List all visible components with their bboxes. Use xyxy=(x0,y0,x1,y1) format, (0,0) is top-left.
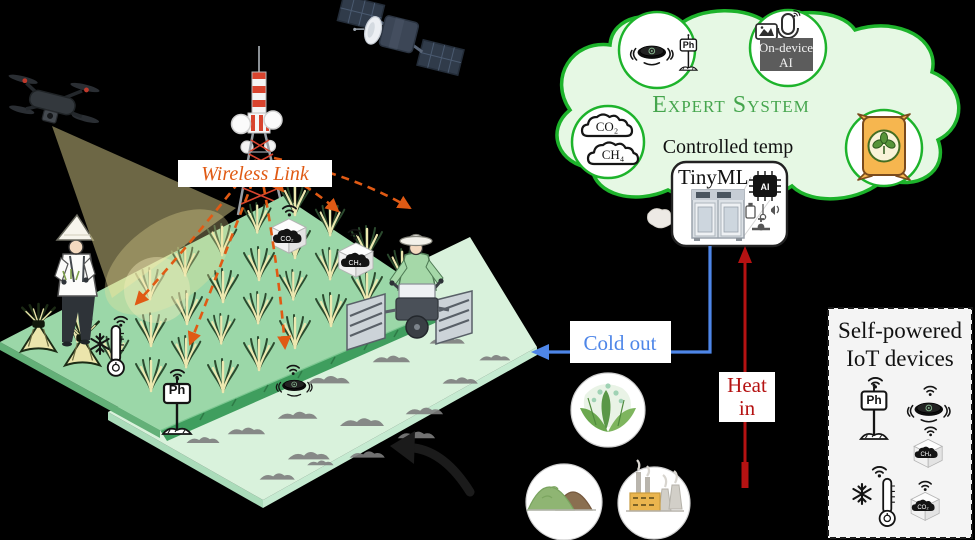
cold-out-flow: Cold out xyxy=(531,246,712,363)
iot-box-title-1: Self-powered xyxy=(838,318,962,343)
iot-co2-sensor: CO₂ xyxy=(910,480,940,521)
ai-chip-icon: AI xyxy=(749,171,781,201)
biomass-circle xyxy=(570,372,646,448)
heat-in-label-2: in xyxy=(739,396,756,420)
recycle-arrow-icon xyxy=(390,431,475,497)
wireless-link-label: Wireless Link xyxy=(178,160,332,187)
ch4-label: CH₄ xyxy=(920,452,932,458)
ph-label: Ph xyxy=(683,40,695,50)
co2-label: CO₂ xyxy=(280,236,294,243)
fertilizer-node xyxy=(844,108,924,188)
heat-in-label-1: Heat xyxy=(727,373,767,397)
expert-system-title: Expert System xyxy=(652,92,809,118)
ph-sensor-field: Ph xyxy=(161,369,193,436)
gas-node: CO₂ CH₄ xyxy=(570,104,646,180)
controlled-temp-label: Controlled temp xyxy=(663,136,794,158)
ch4-label: CH₄ xyxy=(602,147,625,162)
satellite-icon xyxy=(336,0,465,77)
iot-box-title-2: IoT devices xyxy=(846,346,954,371)
small-cloud-decoration xyxy=(647,208,673,229)
iot-ch4-sensor: CH₄ xyxy=(913,426,943,468)
on-device-ai-node: On-device AI xyxy=(748,8,828,88)
on-device-line1: On-device xyxy=(759,40,813,55)
actuator-icons xyxy=(745,202,780,231)
ph-label: Ph xyxy=(866,393,881,407)
sound-ph-node: Ph xyxy=(617,10,698,90)
farmer-tiller xyxy=(346,233,473,352)
co2-sensor-cube-field: CO₂ xyxy=(271,205,307,254)
co2-label: CO₂ xyxy=(596,119,619,134)
seed-bag-icon xyxy=(857,113,911,181)
on-device-line2: AI xyxy=(779,55,793,70)
cell-tower-icon xyxy=(230,46,286,216)
heat-in-flow: Heat in xyxy=(719,246,775,488)
tinyml-controller: TinyML AI xyxy=(670,160,789,248)
factory-circle xyxy=(617,459,691,540)
iot-ph-sensor: Ph xyxy=(859,377,889,441)
wireless-link-text: Wireless Link xyxy=(201,163,310,185)
compost-circle xyxy=(525,463,603,540)
iot-devices-box: Self-powered IoT devices Ph CH₄ CO₂ xyxy=(827,307,973,539)
tinyml-label: TinyML xyxy=(678,165,748,189)
chip-label: AI xyxy=(761,182,770,192)
co2-label: CO₂ xyxy=(917,505,929,511)
ch4-label: CH₄ xyxy=(349,260,362,267)
cold-out-label: Cold out xyxy=(584,331,657,355)
drone-light-beam xyxy=(52,126,236,323)
climate-cabinet-icon xyxy=(691,189,745,241)
farmer-planting xyxy=(54,213,98,347)
drone-icon xyxy=(8,74,100,124)
ph-label: Ph xyxy=(169,382,186,397)
ch4-sensor-cube-field: CH₄ xyxy=(338,228,374,278)
